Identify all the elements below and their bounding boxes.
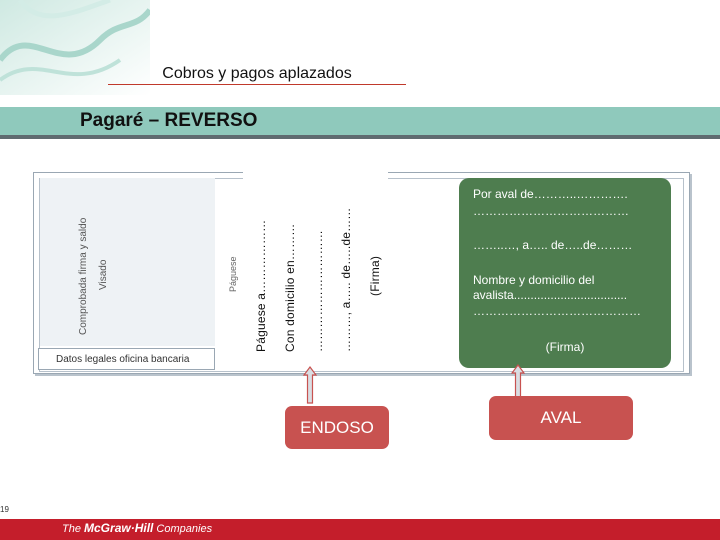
section-band-shadow (0, 135, 720, 139)
aval-firma: (Firma) (545, 340, 585, 354)
bank-office-box (38, 348, 215, 370)
paguese-small-label: Páguese (228, 256, 238, 292)
endorse-line-firma: (Firma) (368, 255, 382, 296)
aval-line-nombre: Nombre y domicilio del (473, 273, 595, 287)
aval-line-dots-2: …………………………………… (473, 304, 641, 318)
footer-bar (0, 519, 720, 540)
logo-prefix: The (62, 523, 85, 535)
logo-suffix: Companies (153, 523, 213, 535)
endorse-line-paguese: Páguese a……………… (254, 219, 268, 352)
title-underline (108, 84, 406, 85)
slide-title: Cobros y pagos aplazados (162, 65, 352, 82)
aval-line-dots: ………………………………… (473, 204, 629, 218)
endorse-line-domicilio: Con domicilio en……… (283, 223, 297, 352)
aval-line-por-aval: Por aval de………..…………. (473, 187, 628, 201)
endorse-line-dots: ………………………… (311, 230, 325, 352)
section-heading: Pagaré – REVERSO (80, 110, 258, 131)
left-column-area (40, 178, 215, 346)
decorative-swirl (0, 0, 150, 95)
publisher-logo: The McGraw·Hill Companies (62, 521, 212, 535)
bank-office-label: Datos legales oficina bancaria (56, 354, 190, 365)
logo-brand: McGraw·Hill (84, 521, 154, 535)
endoso-arrow (303, 366, 317, 404)
page-number: 19 (0, 505, 9, 514)
aval-box: Por aval de………..…………. ………………………………… ……..… (459, 178, 671, 368)
visado-label: Visado (98, 259, 109, 290)
section-band (0, 107, 720, 135)
aval-line-avalista: avalista................................… (473, 288, 628, 302)
endoso-label: ENDOSO (285, 406, 389, 449)
aval-line-fecha: ……..…, a….. de…..de……… (473, 238, 633, 252)
endorse-line-fecha: ………, a….. de…..de…… (339, 207, 353, 352)
aval-label: AVAL (489, 396, 633, 440)
comprobada-label: Comprobada firma y saldo (78, 217, 89, 335)
endorsement-area (243, 172, 388, 362)
